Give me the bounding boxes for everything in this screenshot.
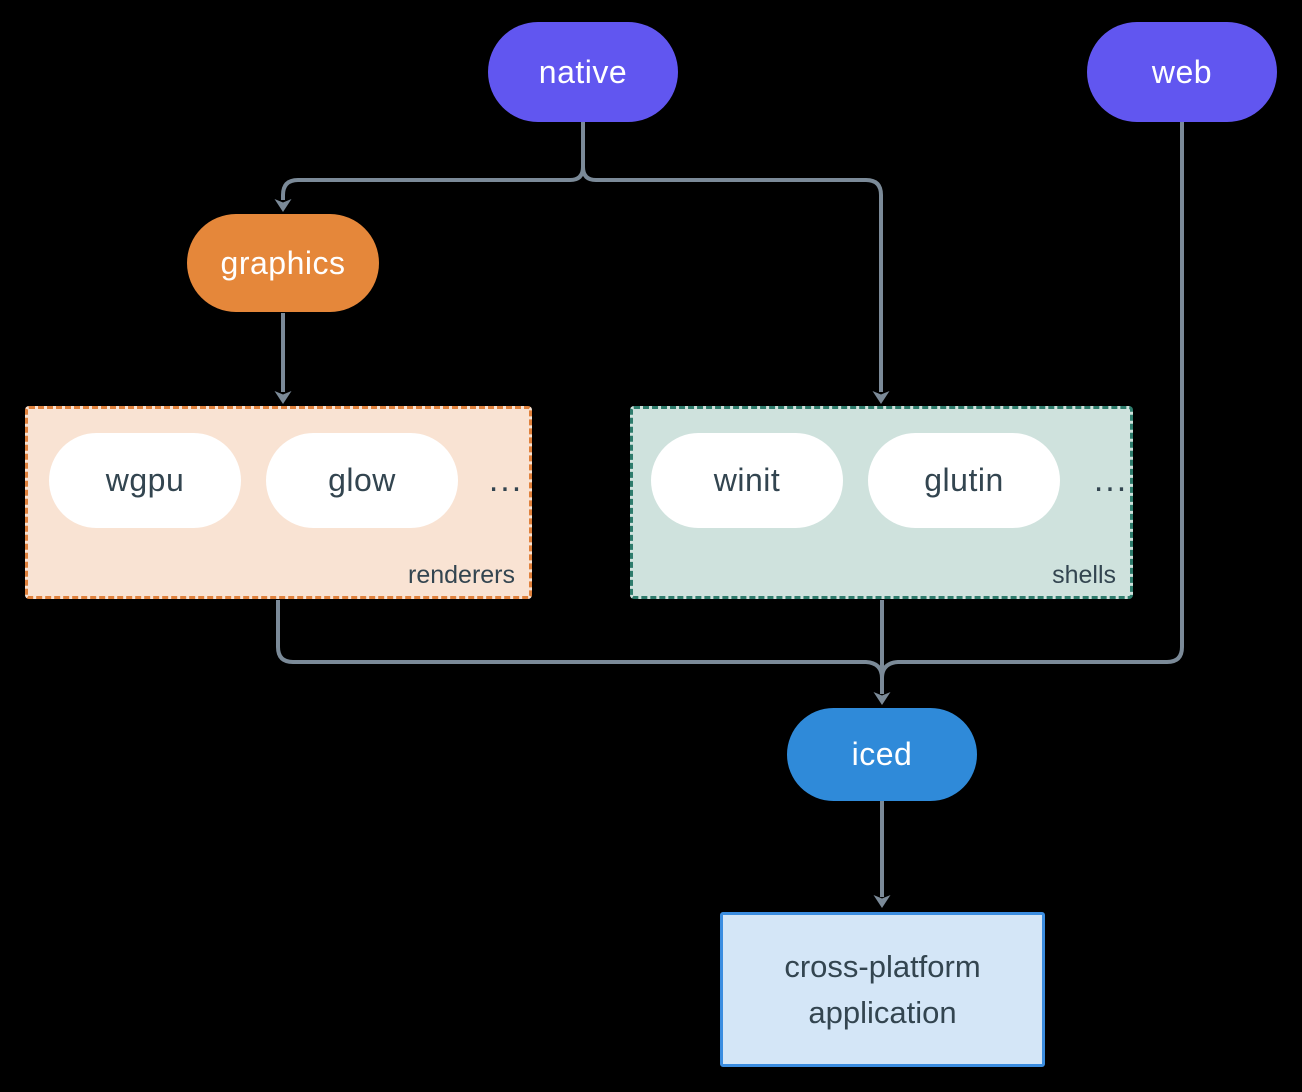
group-renderers-box: wgpu glow ... renderers bbox=[25, 406, 532, 599]
pill-wgpu: wgpu bbox=[49, 433, 241, 528]
arrowhead-into-renderers bbox=[274, 391, 292, 404]
pill-winit-label: winit bbox=[713, 462, 781, 498]
node-graphics-label: graphics bbox=[220, 244, 346, 281]
node-iced: iced bbox=[787, 708, 977, 801]
group-shells-box: winit glutin ... shells bbox=[630, 406, 1133, 599]
shells-label: shells bbox=[1052, 561, 1116, 589]
app-box: cross-platform application bbox=[720, 912, 1045, 1067]
node-native-label: native bbox=[538, 53, 628, 90]
renderers-label: renderers bbox=[408, 561, 515, 589]
pill-glutin: glutin bbox=[868, 433, 1060, 528]
node-native: native bbox=[488, 22, 678, 122]
node-graphics: graphics bbox=[187, 214, 379, 312]
shells-ellipsis: ... bbox=[1093, 461, 1129, 499]
pill-winit: winit bbox=[651, 433, 843, 528]
connector-native-to-graphics bbox=[281, 122, 585, 200]
pill-glow: glow bbox=[266, 433, 458, 528]
arrowhead-into-graphics bbox=[274, 199, 292, 212]
arrowhead-into-app bbox=[873, 895, 891, 908]
pill-glutin-label: glutin bbox=[924, 462, 1004, 498]
node-iced-label: iced bbox=[851, 736, 913, 772]
connector-renderers-to-iced bbox=[276, 600, 884, 679]
app-box-line1: cross-platform bbox=[784, 948, 981, 984]
arrowhead-into-iced bbox=[873, 692, 891, 705]
pill-wgpu-label: wgpu bbox=[105, 462, 185, 498]
pill-glow-label: glow bbox=[328, 462, 396, 498]
app-box-line2: application bbox=[808, 994, 957, 1030]
node-web: web bbox=[1087, 22, 1277, 122]
arrowhead-into-shells bbox=[872, 391, 890, 404]
node-web-label: web bbox=[1151, 53, 1213, 90]
renderers-ellipsis: ... bbox=[488, 461, 524, 499]
connector-native-to-shells bbox=[581, 122, 883, 392]
